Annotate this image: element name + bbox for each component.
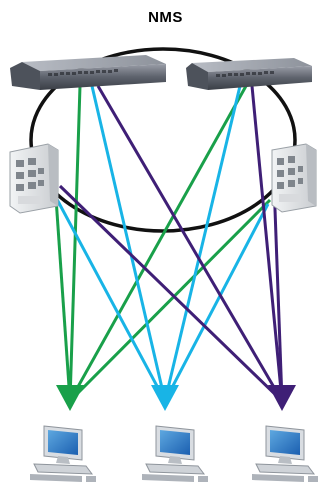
purple-link-line	[250, 85, 284, 402]
purple-link-line	[272, 181, 284, 402]
purple-link-line	[58, 184, 284, 403]
diagram-title: NMS	[148, 9, 183, 26]
computer-part	[142, 474, 194, 482]
computer-part	[198, 476, 208, 482]
computer-part	[30, 474, 82, 482]
client-computer-left	[30, 425, 96, 482]
green-link-line	[68, 85, 82, 402]
green-link-line	[68, 198, 272, 403]
computer-part	[270, 430, 300, 455]
purple-link-line	[96, 85, 284, 402]
green-arrowhead	[56, 385, 84, 411]
link-lines	[50, 85, 284, 403]
client-computer-middle	[142, 425, 208, 482]
computer-part	[56, 456, 70, 464]
computer-part	[168, 456, 182, 464]
core-switch-right	[186, 58, 312, 90]
cyan-link-line	[163, 85, 242, 402]
green-link-line	[68, 85, 248, 402]
computer-part	[48, 430, 78, 455]
cyan-link-line	[50, 189, 167, 402]
cyan-link-line	[90, 85, 167, 402]
computer-part	[278, 456, 292, 464]
core-switch-left	[10, 55, 166, 90]
purple-arrowhead	[268, 385, 296, 411]
access-switch-right	[271, 143, 317, 213]
computer-part	[308, 476, 318, 482]
cyan-arrowhead	[151, 385, 179, 411]
client-computer-right	[252, 425, 318, 482]
computer-part	[160, 430, 190, 455]
green-link-line	[54, 197, 72, 402]
arrowheads	[56, 385, 296, 411]
computer-part	[86, 476, 96, 482]
computer-part	[33, 463, 94, 475]
cyan-link-line	[163, 203, 270, 402]
computer-part	[255, 463, 316, 475]
ring-connection	[29, 47, 297, 233]
access-switch-left	[9, 143, 59, 214]
computer-part	[252, 474, 304, 482]
computer-part	[145, 463, 206, 475]
